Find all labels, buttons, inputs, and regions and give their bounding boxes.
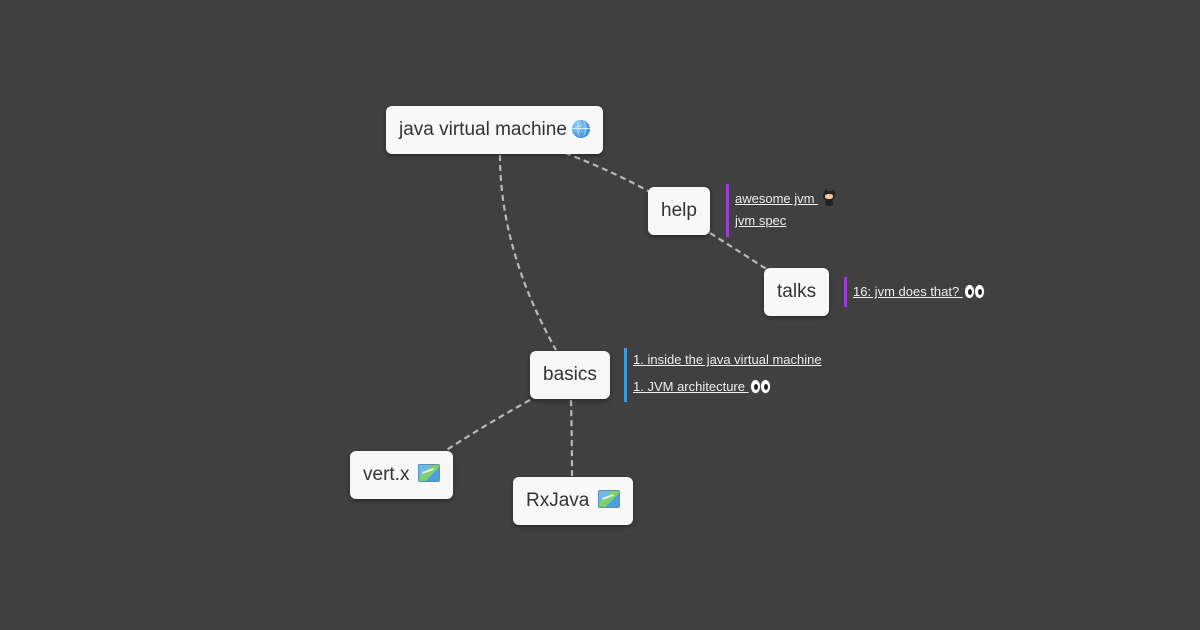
- map-icon: [598, 490, 621, 508]
- map-icon: [418, 464, 441, 482]
- edge-basics-vertx: [444, 399, 531, 452]
- node-label: basics: [543, 364, 597, 385]
- node-label: java virtual machine: [399, 119, 567, 140]
- node-label: vert.x: [363, 464, 410, 485]
- link-text: 1. inside the java virtual machine: [633, 352, 822, 367]
- node-label: help: [661, 200, 697, 221]
- link-text: awesome jvm: [735, 191, 819, 206]
- node-talks[interactable]: talks: [764, 268, 830, 316]
- edge-help-talks: [709, 232, 769, 271]
- help-links-bar: [726, 184, 729, 237]
- edge-root-basics: [498, 154, 557, 351]
- link-awesome-jvm[interactable]: awesome jvm: [735, 189, 838, 207]
- node-rxjava[interactable]: RxJava: [513, 477, 634, 525]
- node-java-virtual-machine[interactable]: java virtual machine: [386, 106, 603, 154]
- link-jvm-spec[interactable]: jvm spec: [735, 213, 838, 228]
- node-vertx[interactable]: vert.x: [350, 451, 454, 499]
- node-help[interactable]: help: [648, 187, 710, 235]
- node-basics[interactable]: basics: [530, 351, 610, 399]
- link-inside-the-jvm[interactable]: 1. inside the java virtual machine: [633, 352, 822, 367]
- node-label: talks: [777, 281, 817, 302]
- basics-links-bar: [624, 348, 627, 402]
- edge-root-help: [564, 151, 651, 193]
- link-jvm-architecture[interactable]: 1. JVM architecture: [633, 379, 822, 396]
- globe-icon: [571, 120, 590, 138]
- link-text: 1. JVM architecture: [633, 379, 749, 394]
- talks-links: 16: jvm does that?: [844, 277, 985, 307]
- link-jvm-does-that[interactable]: 16: jvm does that?: [853, 284, 985, 301]
- link-text: jvm spec: [735, 213, 787, 228]
- eyes-icon: [750, 380, 771, 396]
- link-text: 16: jvm does that?: [853, 284, 963, 299]
- help-links: awesome jvm jvm spec: [726, 184, 838, 237]
- edge-basics-rxjava: [569, 399, 574, 478]
- eyes-icon: [964, 285, 985, 301]
- github-octocat-icon: [820, 189, 838, 207]
- node-label: RxJava: [526, 490, 590, 511]
- talks-links-bar: [844, 277, 847, 307]
- basics-links: 1. inside the java virtual machine 1. JV…: [624, 348, 822, 402]
